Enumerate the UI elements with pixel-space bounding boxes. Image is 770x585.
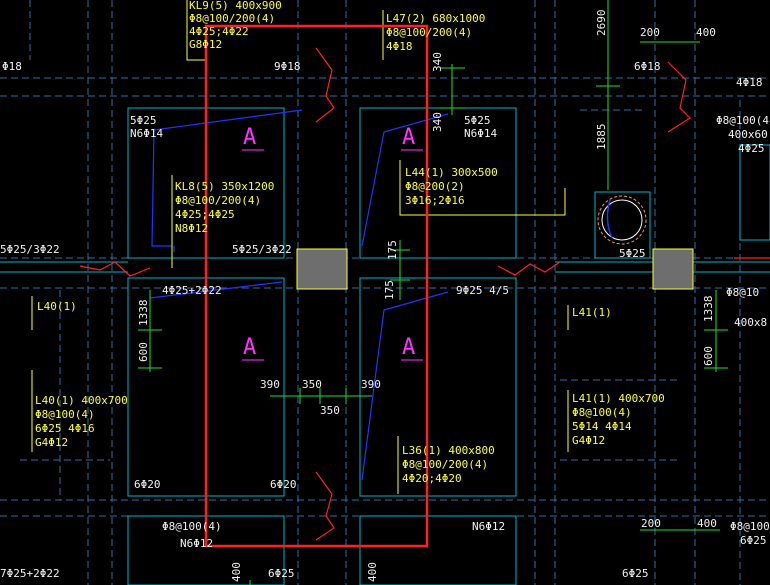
rebar-label: 9Φ18 [274, 60, 301, 73]
beam-label-l41: L41(1) 400x700 [572, 392, 665, 405]
dimension-text: 600 [702, 346, 715, 366]
dimension-text: 1338 [702, 296, 715, 323]
beam-stirrup-l36: Φ8@100/200(4) [402, 458, 488, 471]
beam-main-kl9: 4Φ25;4Φ22 [189, 25, 249, 38]
beam-annotations: KL9(5) 400x900 Φ8@100/200(4) 4Φ25;4Φ22 G… [35, 0, 665, 485]
beam-main-l41: 5Φ14 4Φ14 [572, 420, 632, 433]
beam-stirrup-l47: Φ8@100/200(4) [386, 26, 472, 39]
dimension-text: 1338 [137, 300, 150, 327]
panel-label-a: A [402, 335, 415, 360]
rebar-label: N6Φ14 [464, 127, 497, 140]
beam-label-kl9: KL9(5) 400x900 [189, 0, 282, 12]
rebar-label: 5Φ25 [130, 114, 157, 127]
beam-stirrup-kl8: Φ8@100/200(4) [175, 194, 261, 207]
dimension-text: 340 [431, 112, 444, 132]
rebar-label: Φ8@100 [730, 520, 770, 533]
dimension-text: 350 [302, 378, 322, 391]
dimension-text: 1885 [595, 124, 608, 151]
beam-label-l47: L47(2) 680x1000 [386, 12, 485, 25]
dimension-text: 350 [320, 404, 340, 417]
leader-lines [31, 0, 569, 494]
dimension-text: 200 [640, 26, 660, 39]
beam-main-l47: 4Φ18 [386, 40, 413, 53]
panel-label-a: A [243, 125, 256, 150]
rebar-label: N6Φ14 [130, 127, 163, 140]
rebar-label: N6Φ12 [180, 537, 213, 550]
rebar-label: 5Φ25 [619, 247, 646, 260]
rebar-label: 5Φ25/3Φ22 [232, 243, 292, 256]
rebar-label: 4Φ25+2Φ22 [162, 284, 222, 297]
rebar-label: 4Φ25 [738, 142, 765, 155]
column-center [296, 248, 348, 290]
circular-hole-symbol [597, 195, 647, 245]
rebar-label: 6Φ20 [270, 478, 297, 491]
rebar-label: 4Φ18 [736, 76, 763, 89]
beam-main-kl8: 4Φ25;4Φ25 [175, 208, 235, 221]
panel-label-a: A [402, 125, 415, 150]
rebar-label: Φ8@10 [726, 286, 759, 299]
rebar-label: 6Φ20 [134, 478, 161, 491]
dimension-lines [138, 0, 728, 585]
beam-stirrup-l40: Φ8@100(4) [35, 408, 95, 421]
dimension-text: 400 [230, 562, 243, 582]
rebar-label: 5Φ25 [464, 114, 491, 127]
column-right [652, 248, 694, 290]
rebar-label: 400x8 [734, 316, 767, 329]
beam-main-l44: 3Φ16;2Φ16 [405, 194, 465, 207]
dimension-text: 390 [260, 378, 280, 391]
rebar-label: 6Φ25 [740, 534, 767, 547]
beam-label-kl8: KL8(5) 350x1200 [175, 180, 274, 193]
dimension-text: 200 [641, 517, 661, 530]
rebar-label: N6Φ12 [472, 520, 505, 533]
rebar-label: 6Φ25 [268, 567, 295, 580]
beam-side-kl8: N8Φ12 [175, 222, 208, 235]
dimension-text: 175 [386, 240, 399, 260]
beam-stirrup-l41: Φ8@100(4) [572, 406, 632, 419]
dimension-text: 390 [361, 378, 381, 391]
rebar-label: Φ8@100(4 [716, 114, 769, 127]
beam-side-kl9: G8Φ12 [189, 38, 222, 51]
structural-columns [296, 248, 694, 290]
panel-label-a: A [243, 335, 256, 360]
dimension-text: 600 [137, 342, 150, 362]
rebar-label: 6Φ18 [634, 60, 661, 73]
rebar-label: Φ8@100(4) [162, 520, 222, 533]
beam-side-l41: G4Φ12 [572, 434, 605, 447]
beam-label-l40-short: L40(1) [37, 300, 77, 313]
rebar-label: Φ18 [2, 60, 22, 73]
break-lines [79, 47, 770, 541]
beam-side-l40: G4Φ12 [35, 436, 68, 449]
rebar-label: 400x60 [728, 128, 768, 141]
beam-label-l44: L44(1) 300x500 [405, 166, 498, 179]
dimension-text: 400 [366, 562, 379, 582]
selection-rectangle[interactable] [204, 24, 429, 548]
beam-label-l41-short: L41(1) [572, 306, 612, 319]
dimension-texts: 200 400 2690 1885 340 340 175 175 1338 6… [137, 10, 717, 583]
dimension-text: 175 [383, 280, 396, 300]
rebar-label: 5Φ25/3Φ22 [0, 243, 60, 256]
beam-label-l40: L40(1) 400x700 [35, 394, 128, 407]
rebar-label: 6Φ25 [622, 567, 649, 580]
beam-label-l36: L36(1) 400x800 [402, 444, 495, 457]
dimension-text: 2690 [595, 10, 608, 37]
dimension-text: 340 [431, 52, 444, 72]
rebar-annotations: 9Φ18 6Φ18 4Φ18 Φ18 5Φ25 N6Φ14 5Φ25 N6Φ14… [0, 60, 770, 580]
rebar-label: 7Φ25+2Φ22 [0, 567, 60, 580]
dimension-text: 400 [697, 517, 717, 530]
panel-labels: A A A A [242, 125, 423, 361]
beam-main-l40: 6Φ25 4Φ16 [35, 422, 95, 435]
beam-stirrup-kl9: Φ8@100/200(4) [189, 12, 275, 25]
rebar-label: 9Φ25 4/5 [456, 284, 509, 297]
beam-main-l36: 4Φ20;4Φ20 [402, 472, 462, 485]
beam-stirrup-l44: Φ8@200(2) [405, 180, 465, 193]
dimension-text: 400 [696, 26, 716, 39]
